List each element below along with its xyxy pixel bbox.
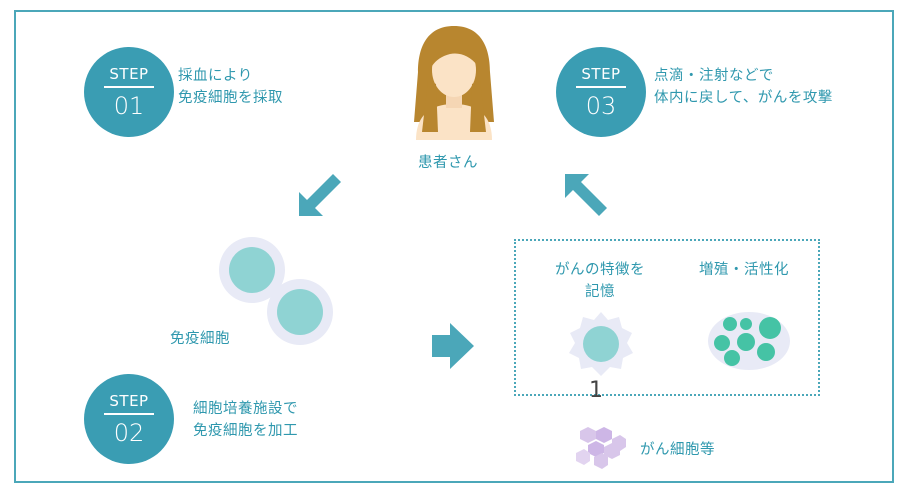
patient-label: 患者さん: [418, 155, 478, 171]
step-word: STEP: [109, 392, 149, 410]
step-01-line-2: 免疫細胞を採取: [178, 90, 283, 106]
step-01-badge: STEP 01: [84, 47, 174, 137]
step-number: 01: [113, 92, 145, 120]
arrow-icon: [299, 174, 341, 216]
step-divider: [104, 413, 154, 415]
step-divider: [104, 86, 154, 88]
step-01-description: 採血により 免疫細胞を採取: [178, 65, 283, 109]
step-02-line-2: 免疫細胞を加工: [193, 423, 298, 439]
immune-cell-icon: [219, 237, 333, 345]
cancer-cell-label: がん細胞等: [640, 442, 715, 458]
step-word: STEP: [581, 65, 621, 83]
memory-label: がんの特徴を 記憶: [545, 259, 655, 303]
diagram-frame: [14, 10, 894, 483]
step-03-line-1: 点滴・注射などで: [654, 68, 774, 84]
step-divider: [576, 86, 626, 88]
step-word: STEP: [109, 65, 149, 83]
step-02-line-1: 細胞培養施設で: [193, 401, 298, 417]
step-03-description: 点滴・注射などで 体内に戻して、がんを攻撃: [654, 65, 833, 109]
step-03-badge: STEP 03: [556, 47, 646, 137]
step-number: 02: [113, 419, 145, 447]
step-02-badge: STEP 02: [84, 374, 174, 464]
step-01-line-1: 採血により: [178, 68, 253, 84]
annotation-number: 1: [589, 378, 603, 403]
memory-cell-icon: [569, 312, 633, 376]
memory-label-line-2: 記憶: [585, 284, 615, 300]
step-number: 03: [585, 92, 617, 120]
arrow-icon: [432, 323, 474, 369]
cancer-cells-icon: [576, 427, 626, 469]
arrow-icon: [565, 174, 607, 216]
memory-label-line-1: がんの特徴を: [555, 262, 645, 278]
activated-cells-icon: [708, 312, 790, 370]
step-03-line-2: 体内に戻して、がんを攻撃: [654, 90, 833, 106]
step-02-description: 細胞培養施設で 免疫細胞を加工: [193, 398, 298, 442]
immune-cell-label: 免疫細胞: [170, 331, 230, 347]
proliferation-label: 増殖・活性化: [699, 262, 789, 278]
activated-cells-box: [514, 239, 820, 396]
patient-icon: [414, 26, 494, 140]
